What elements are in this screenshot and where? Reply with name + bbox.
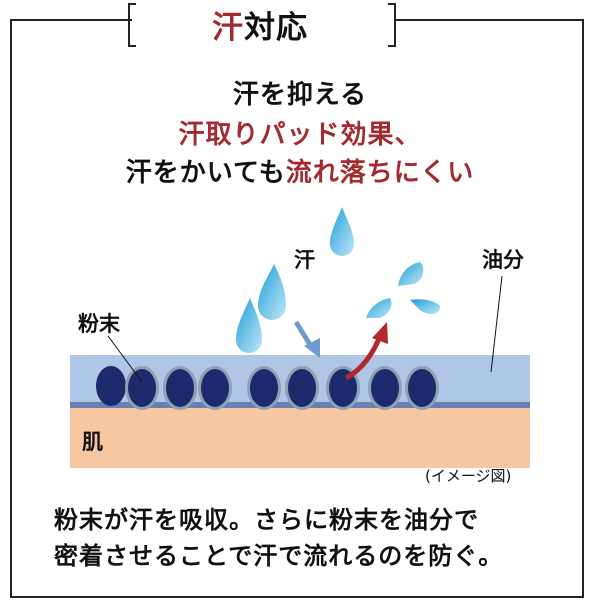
image-caption: (イメージ図) [425,467,512,485]
lead-line-3-red: 流れ落ちにくい [285,158,475,188]
label-oil: 油分 [482,248,524,272]
description-line-2: 密着させることで汗で流れるのを防ぐ。 [54,542,504,570]
lead-line-1: 汗を抑える [232,80,368,110]
oil-leader-line [490,275,503,373]
lead-line-3: 汗をかいても流れ落ちにくい [0,152,600,189]
powder-leader-line [107,335,143,383]
frame-top-line-left [10,19,132,21]
label-sweat: 汗 [294,248,315,272]
frame-border [10,19,584,598]
description: 粉末が汗を吸収。さらに粉末を油分で 密着させることで汗で流れるのを防ぐ。 [54,502,503,574]
absorb-arrow [293,320,320,358]
sweat-droplets [236,207,354,353]
lead-line-3-black: 汗をかいても [125,158,286,188]
label-skin: 肌 [82,430,103,454]
powder-particles [96,366,439,410]
title-rest: 対応 [244,10,308,46]
title-bracket-right [388,3,396,47]
frame-top-line-right [394,19,582,21]
description-line-1: 粉末が汗を吸収。さらに粉末を油分で [54,506,479,534]
section-title: 汗対応 [0,2,520,47]
lead-line-2: 汗取りパッド効果、 [178,120,422,150]
label-powder: 粉末 [78,312,120,336]
splash-droplets [366,262,440,318]
skin-layer [70,408,530,468]
title-highlight: 汗 [212,10,244,46]
title-bracket-left [128,3,136,47]
repel-arrow [344,322,388,381]
